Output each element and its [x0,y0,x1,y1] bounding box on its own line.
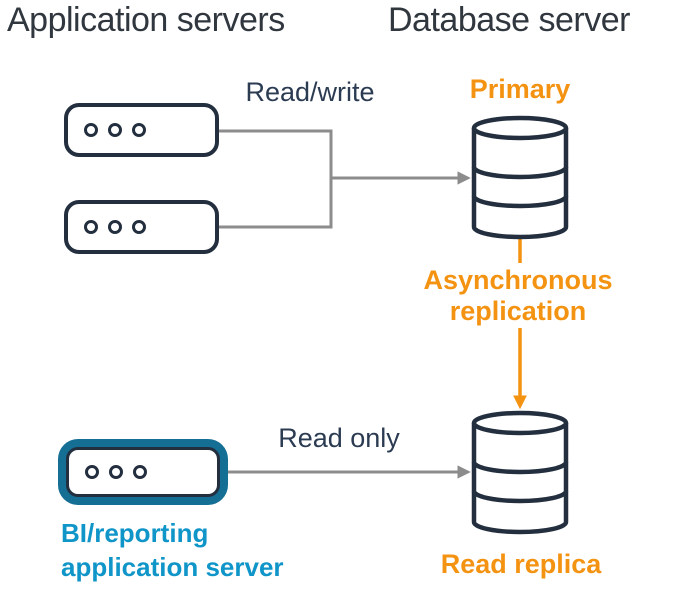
server-dot-icon [109,465,123,479]
server-dot-icon [84,123,98,137]
app-server-1-icon [64,103,219,157]
server-dot-icon [133,465,147,479]
server-dot-icon [108,220,122,234]
read-replica-label: Read replica [440,549,602,579]
read-only-label: Read only [278,423,400,453]
bi-reporting-server-label-line1: BI/reporting [61,518,209,548]
server-dot-icon [132,220,146,234]
app-server-2-icon [64,200,219,254]
heading-application-servers: Application servers [7,1,285,39]
bi-reporting-server-label: BI/reporting application server [57,514,319,588]
heading-database-server: Database server [388,1,630,39]
asynchronous-replication-label-line1: Asynchronous [423,264,613,295]
asynchronous-replication-label-line2: replication [449,295,587,326]
primary-label: Primary [469,74,571,104]
primary-database-icon [471,115,569,240]
bi-reporting-server-label-line2: application server [61,552,284,582]
server-dot-icon [108,123,122,137]
server-dot-icon [85,465,99,479]
read-replica-database-icon [471,410,569,535]
server-dot-icon [132,123,146,137]
read-write-label: Read/write [245,77,375,107]
bi-server-icon [66,447,220,497]
server-dot-icon [84,220,98,234]
asynchronous-replication-label: Asynchronous replication [398,263,638,328]
